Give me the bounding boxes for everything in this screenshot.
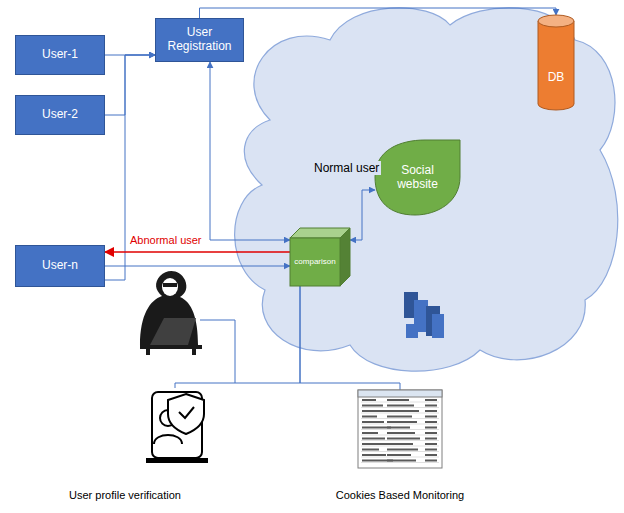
node-label: Social website bbox=[387, 164, 449, 192]
node-outline bbox=[325, 390, 475, 506]
registration-box: User Registration bbox=[155, 18, 244, 62]
database-cylinder: DB bbox=[538, 15, 574, 110]
connector bbox=[105, 55, 155, 280]
comparison-cube: comparison bbox=[290, 228, 350, 286]
node-outline bbox=[290, 228, 350, 286]
edge-label: Abnormal user bbox=[128, 234, 204, 246]
node-label: User-2 bbox=[42, 108, 78, 122]
user-box: User-n bbox=[15, 245, 105, 287]
node-label: User profile verification bbox=[40, 489, 210, 502]
website-shape: Social website bbox=[375, 140, 460, 215]
connector bbox=[175, 286, 300, 388]
node-label: DB bbox=[548, 71, 565, 85]
connector bbox=[105, 266, 290, 267]
profile-verification-icon: User profile verification bbox=[40, 388, 210, 506]
cloud-outline bbox=[235, 8, 618, 371]
node-outline bbox=[538, 15, 574, 110]
server-icon bbox=[404, 292, 444, 338]
cookies-monitoring-icon: Cookies Based Monitoring bbox=[325, 390, 475, 506]
hacker-icon bbox=[140, 271, 235, 383]
connector bbox=[200, 8, 557, 18]
node-label: User Registration bbox=[160, 26, 239, 54]
node-label: User-n bbox=[42, 259, 78, 273]
node-label: Cookies Based Monitoring bbox=[315, 489, 485, 502]
connector bbox=[300, 286, 400, 390]
connector bbox=[210, 62, 290, 240]
node-label: comparison bbox=[294, 257, 335, 266]
edge-label: Normal user bbox=[312, 161, 381, 175]
connector bbox=[105, 55, 155, 115]
connector bbox=[105, 251, 290, 253]
node-outline bbox=[40, 388, 210, 506]
connector bbox=[350, 190, 375, 240]
user-box: User-1 bbox=[15, 35, 105, 75]
user-box: User-2 bbox=[15, 95, 105, 135]
node-label: User-1 bbox=[42, 48, 78, 62]
